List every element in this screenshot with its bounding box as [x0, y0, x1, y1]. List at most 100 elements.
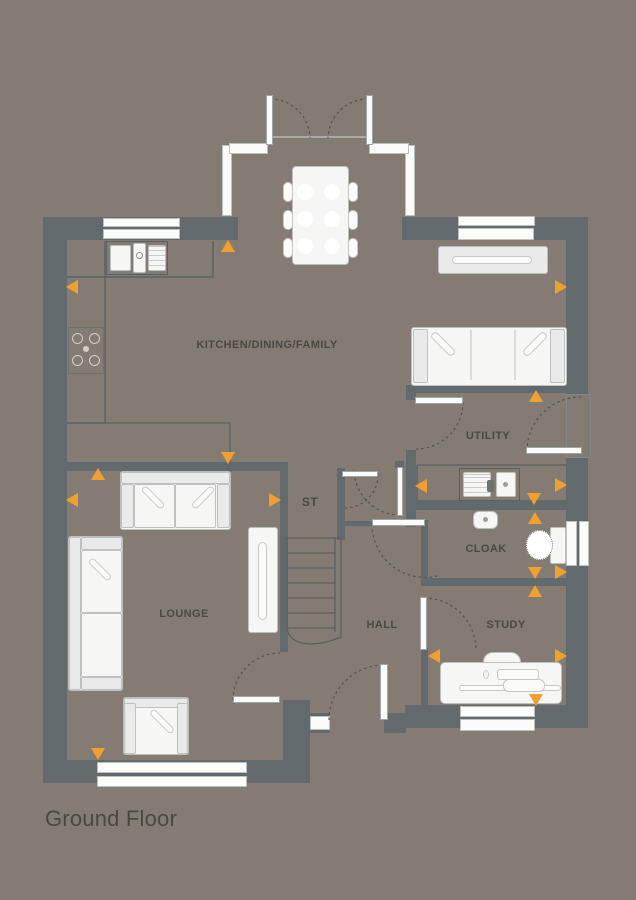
door-arc-study: [423, 597, 477, 651]
wall-study-left: [421, 648, 428, 718]
dining-seat-1: [297, 184, 313, 200]
hob-burner-3: [72, 355, 83, 366]
armchair-arm-left: [124, 703, 136, 754]
dimension-arrow-right-study: [555, 649, 567, 663]
window-lounge-bottom-a: [97, 762, 247, 773]
dining-seat-2: [324, 184, 340, 200]
dimension-arrow-up-study: [528, 585, 542, 597]
kitchen-drainer: [148, 245, 166, 271]
stair-bottom-curve: [286, 627, 342, 645]
dimension-arrow-up-utility: [529, 390, 543, 402]
toilet-bowl: [526, 530, 553, 560]
dimension-arrow-right-utility: [555, 478, 567, 492]
room-label-cloak: CLOAK: [465, 543, 507, 555]
window-lounge-bottom-b: [97, 776, 247, 787]
hob-burner-1: [72, 333, 83, 344]
wall-utility-left-b: [406, 450, 416, 527]
family-sofa-seam-1: [470, 330, 472, 380]
door-leaf-bay-right: [366, 95, 373, 145]
dimension-arrow-down-cloak: [528, 567, 542, 579]
dimension-arrow-up-cloak: [528, 512, 542, 524]
family-sofa-seam-2: [514, 330, 516, 380]
wall-bay-pier-left: [210, 217, 238, 240]
wall-lounge-hall: [280, 462, 288, 652]
room-label-lounge: LOUNGE: [159, 608, 209, 620]
dining-chair-right-1: [348, 182, 358, 202]
dimension-arrow-left-study: [428, 649, 440, 663]
dining-seat-6: [324, 238, 340, 254]
lounge-sofa-v-cushion-2: [81, 613, 122, 677]
window-cloak-right-b: [579, 521, 589, 566]
door-arc-bay-left: [269, 98, 311, 139]
room-label-store: ST: [301, 495, 319, 509]
utility-sink-unit: [459, 468, 520, 501]
family-sofa-arm-right: [550, 329, 565, 383]
dimension-arrow-right-cloak: [555, 565, 567, 579]
lounge-sofa-v-arm-bottom: [81, 677, 122, 690]
desk-mouse: [483, 670, 489, 679]
door-leaf-utility-internal: [415, 397, 463, 404]
window-kitchen-top-a: [103, 218, 180, 227]
wall-utility-top: [406, 385, 567, 393]
window-study-bottom-a: [460, 706, 535, 717]
family-sofa-arm-left: [413, 329, 428, 383]
dining-seat-4: [324, 211, 340, 227]
wall-cloak-bottom: [421, 578, 588, 586]
dimension-arrow-left-utility: [415, 479, 427, 493]
lounge-sofa-v-arm-top: [81, 537, 122, 550]
hob-burner-2: [89, 333, 100, 344]
kitchen-sink-unit: [106, 241, 168, 275]
sideboard-handle: [452, 256, 532, 264]
hinge-nub-small-door: [395, 461, 404, 468]
dimension-arrow-down-study: [529, 694, 543, 706]
room-label-hall: HALL: [366, 619, 398, 631]
dimension-arrow-up-kitchen: [221, 240, 235, 252]
stair-rail: [334, 538, 342, 638]
wall-utility-bottom: [406, 500, 588, 510]
lounge-sofa-h-arm-right: [217, 484, 230, 528]
dining-seat-5: [297, 238, 313, 254]
wall-bay-pier-right: [402, 217, 430, 240]
door-arc-store: [344, 474, 379, 509]
door-leaf-lounge: [233, 696, 280, 703]
wall-right: [566, 240, 588, 727]
door-arc-utility-internal: [415, 401, 464, 450]
door-leaf-front: [380, 664, 388, 720]
desk-centre-item: [503, 679, 545, 692]
dimension-arrow-up-lounge: [91, 468, 105, 480]
room-label-kitchen: KITCHEN/DINING/FAMILY: [196, 339, 338, 351]
dining-chair-left-3: [283, 238, 293, 258]
dimension-arrow-left-kitchen: [66, 280, 78, 294]
wall-left: [43, 217, 67, 783]
wall-hall-bottom-right: [384, 713, 406, 733]
wall-utility-left-a: [406, 385, 416, 400]
dimension-arrow-down-utility: [527, 493, 541, 505]
dimension-arrow-right-lounge: [269, 493, 281, 507]
window-cloak-right-a: [566, 521, 577, 566]
lounge-sofa-v-cushion-1: [81, 550, 122, 613]
kitchen-zone-boundary: [105, 422, 231, 462]
door-leaf-cloak: [372, 519, 425, 526]
door-leaf-store: [342, 471, 378, 477]
window-bay-top-right: [369, 143, 409, 154]
door-arc-bay-right: [327, 98, 369, 139]
window-family-top-b: [458, 228, 534, 240]
kitchen-tap: [136, 252, 143, 259]
dining-seat-3: [297, 211, 313, 227]
lounge-sofa-h-arm-left: [121, 484, 134, 528]
door-arc-lounge: [232, 652, 281, 701]
door-leaf-study: [420, 597, 427, 650]
dimension-arrow-right-kitchen: [555, 280, 567, 294]
lounge-sofa-h-back: [121, 472, 230, 484]
utility-drainer: [463, 472, 491, 497]
window-bay-side-right: [405, 145, 415, 216]
tv-unit-detail: [258, 542, 267, 620]
door-leaf-utility-external: [526, 447, 582, 454]
dimension-arrow-left-lounge: [66, 493, 78, 507]
hob: [68, 327, 104, 374]
window-bay-side-left: [222, 145, 232, 216]
dimension-arrow-down-kitchen: [221, 452, 235, 464]
wall-store-right: [337, 468, 345, 540]
wall-kitchen-lounge: [62, 462, 288, 471]
